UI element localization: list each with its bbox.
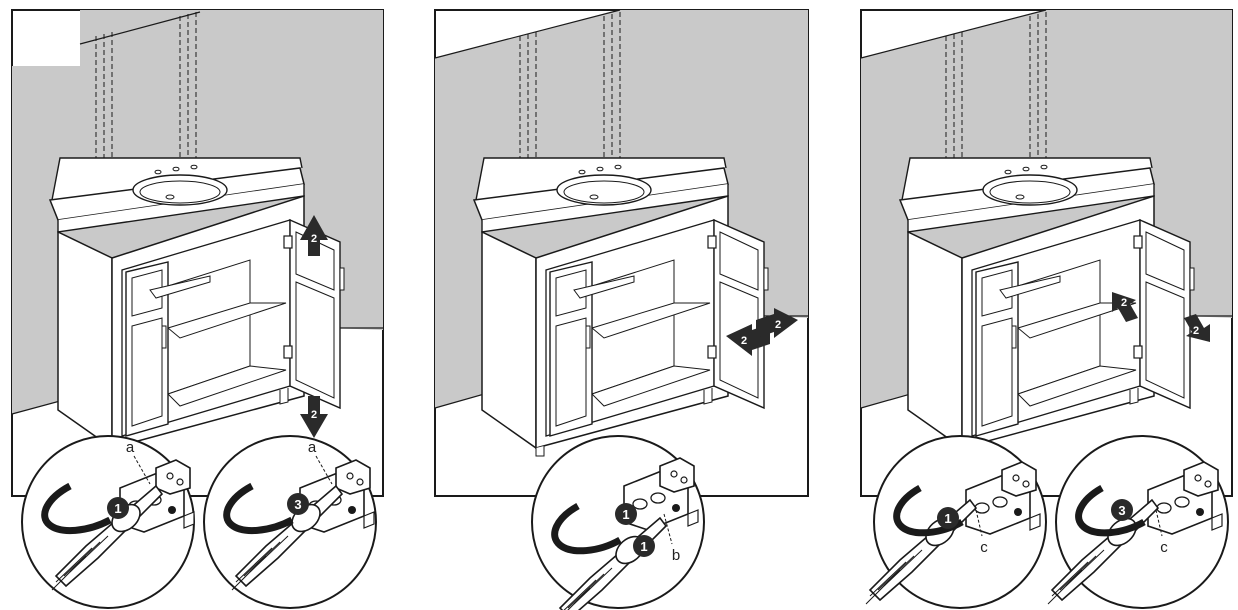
screw-arrow-label: 3 [294, 497, 301, 512]
screw-arrow-label: 1 [622, 507, 629, 522]
callout-label: c [1160, 539, 1168, 556]
extra-arrow-label: 1 [640, 539, 647, 554]
rotation-arrow [551, 502, 622, 555]
rotation-arrow [41, 482, 112, 535]
screw-arrow-label: 1 [114, 501, 121, 516]
door-arrow-in-label: 2 [1121, 297, 1127, 309]
screw-arrow-label: 1 [944, 511, 951, 526]
detail-circle-1: 1 a [21, 435, 195, 609]
door-arrow-in: 2 [1112, 292, 1138, 322]
panel-1: 2 2 1 a 3 a [11, 9, 384, 609]
door-arrow-up: 2 [300, 215, 328, 256]
panel-2: 2 2 1 1 b [434, 9, 809, 610]
door-arrow-out-label: 2 [1193, 325, 1199, 337]
rotation-arrow [1075, 484, 1146, 537]
detail-circle-1: 1 c [865, 435, 1047, 609]
door-arrow-out: 2 [1184, 314, 1210, 342]
detail-circle-1: 1 1 b [531, 435, 705, 610]
door-arrow-down: 2 [300, 396, 328, 438]
callout-label: c [980, 539, 988, 556]
callout-label: b [672, 547, 680, 564]
rotation-arrow [893, 484, 964, 537]
door-arrow-down-label: 2 [311, 409, 317, 421]
door-arrow-right-label: 2 [775, 319, 781, 331]
door-arrow-right: 2 [756, 308, 798, 338]
callout-label: a [126, 439, 135, 456]
detail-circle-2: 3 a [203, 435, 377, 609]
detail-circle-2: 3 c [1047, 435, 1229, 609]
door-arrow-left-label: 2 [741, 335, 747, 347]
rotation-arrow [223, 482, 294, 535]
door-arrow-up-label: 2 [311, 233, 317, 245]
panel-3: 2 2 1 c 3 c [860, 9, 1233, 609]
callout-label: a [308, 439, 317, 456]
screw-arrow-label: 3 [1118, 503, 1125, 518]
